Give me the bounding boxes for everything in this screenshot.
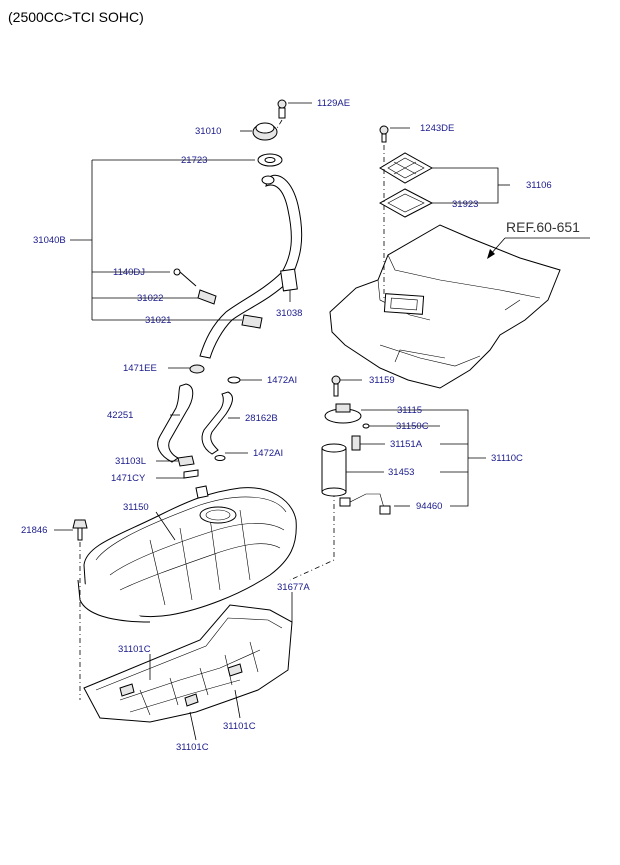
floor-panel-drawing [329, 224, 561, 389]
hose-clamp-1471ee [189, 364, 205, 374]
part-label-31923: 31923 [452, 199, 478, 210]
part-label-31453: 31453 [388, 467, 414, 478]
o-ring-31150c [362, 423, 370, 429]
part-label-31115: 31115 [397, 405, 422, 416]
pump-centerline [289, 480, 335, 581]
pump-flange-31115 [324, 403, 362, 424]
part-label-31106: 31106 [526, 180, 552, 191]
part-label-94460: 94460 [416, 501, 442, 512]
part-label-31150: 31150 [123, 502, 149, 513]
hose-42251 [157, 383, 194, 463]
reference-label: REF.60-651 [506, 219, 580, 235]
part-label-31010: 31010 [195, 126, 221, 137]
part-label-31110c: 31110C [491, 453, 523, 464]
part-label-21846: 21846 [21, 525, 47, 536]
label-31038 [280, 268, 298, 292]
wiring-94460 [339, 493, 391, 515]
filler-cap-31010 [252, 122, 278, 141]
part-label-28162b: 28162B [245, 413, 278, 424]
part-label-31038: 31038 [276, 308, 302, 319]
skid-plate-31677a [83, 604, 293, 723]
filler-neck-pipe [199, 174, 303, 359]
part-label-31022: 31022 [137, 293, 163, 304]
fuel-tank-31150 [77, 485, 297, 623]
reference-arrowhead [487, 249, 495, 259]
part-label-31159: 31159 [369, 375, 395, 386]
bracket-31021 [241, 314, 263, 329]
bracket-31022 [173, 268, 217, 305]
gasket-21723 [257, 153, 283, 167]
part-label-31101c-b: 31101C [223, 721, 256, 732]
part-label-31101c-a: 31101C [118, 644, 151, 655]
bolt-31159 [331, 375, 341, 397]
part-label-31677a: 31677A [277, 582, 310, 593]
part-label-1140dj: 1140DJ [113, 267, 145, 278]
pump-body-31453 [321, 443, 347, 497]
filter-31151a [351, 435, 361, 451]
part-label-31150c: 31150C [396, 421, 429, 432]
part-label-31103l: 31103L [115, 456, 146, 467]
part-label-31101c-c: 31101C [176, 742, 209, 753]
bolt-21846 [72, 519, 88, 541]
filler-cap-bolt [277, 99, 287, 119]
part-label-42251: 42251 [107, 410, 133, 421]
part-label-1472ai-upper: 1472AI [267, 375, 297, 386]
part-label-1471cy: 1471CY [111, 473, 146, 484]
leader-lines [54, 102, 510, 741]
clamp-1471cy [183, 469, 199, 479]
cap-centerline [269, 119, 283, 141]
access-cover-plate [378, 152, 434, 218]
screw-1243de [379, 125, 389, 143]
part-label-1129ae: 1129AE [317, 98, 350, 109]
hose-clamp-1472ai-upper [227, 376, 241, 384]
part-labels: 1129AE 31010 1243DE 21723 31106 31923 31… [21, 98, 552, 753]
part-label-1472ai-lower: 1472AI [253, 448, 283, 459]
part-label-31151a: 31151A [390, 439, 423, 450]
part-label-31021: 31021 [145, 315, 171, 326]
part-label-21723: 21723 [181, 155, 207, 166]
hose-28162b [201, 391, 233, 455]
engine-variant-title: (2500CC>TCI SOHC) [8, 9, 144, 25]
hose-clamp-1472ai-lower [214, 455, 226, 461]
clamp-31103l [177, 455, 195, 467]
part-label-31040b: 31040B [33, 235, 66, 246]
part-label-1471ee: 1471EE [123, 363, 157, 374]
part-label-1243de: 1243DE [420, 123, 454, 134]
